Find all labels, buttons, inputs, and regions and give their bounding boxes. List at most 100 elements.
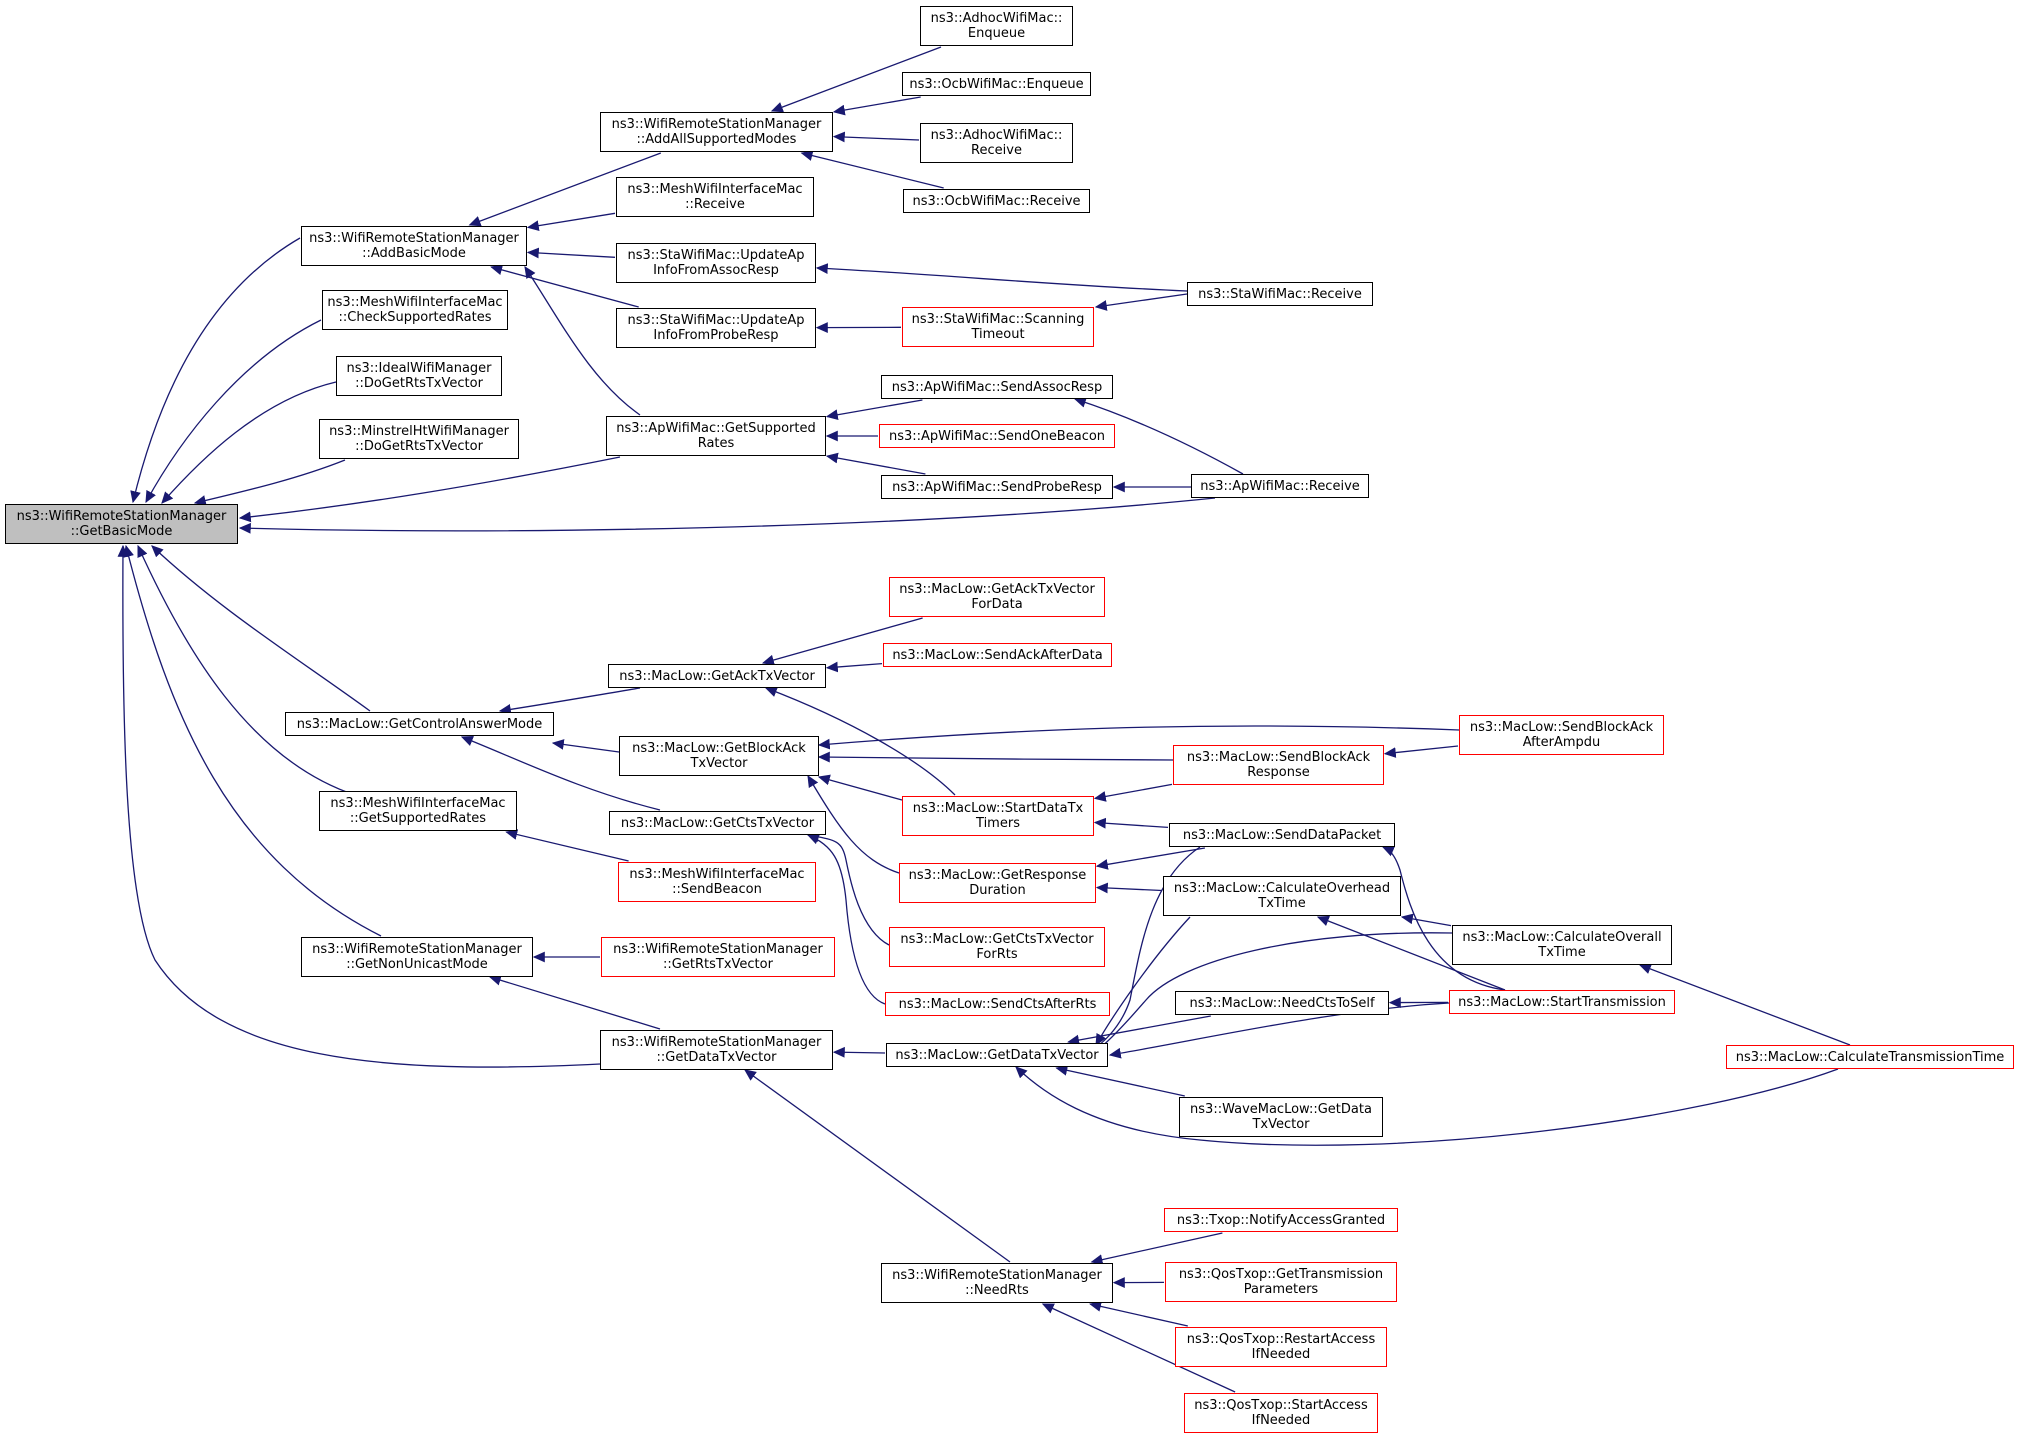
graph-node-label: ns3::WaveMacLow::GetData [1190, 1102, 1372, 1117]
graph-node-ap-receive[interactable]: ns3::ApWifiMac::Receive [1191, 474, 1369, 498]
graph-node-label: ns3::MacLow::GetResponse [908, 868, 1087, 883]
graph-node-mesh-receive[interactable]: ns3::MeshWifiInterfaceMac::Receive [616, 177, 814, 217]
graph-node-label: ns3::WifiRemoteStationManager [312, 942, 522, 957]
graph-node-label: ns3::IdealWifiManager [346, 361, 492, 376]
call-edge-54 [1055, 1065, 1185, 1097]
graph-node-get-non-unicast-mode[interactable]: ns3::WifiRemoteStationManager::GetNonUni… [301, 937, 533, 977]
graph-node-mesh-get-supported-rates[interactable]: ns3::MeshWifiInterfaceMac::GetSupportedR… [319, 791, 517, 831]
call-edge-60 [1638, 963, 1851, 1046]
graph-node-ap-send-assoc-resp[interactable]: ns3::ApWifiMac::SendAssocResp [881, 375, 1113, 399]
graph-node-need-cts-to-self[interactable]: ns3::MacLow::NeedCtsToSelf [1175, 991, 1389, 1015]
graph-node-label: Timeout [971, 327, 1025, 342]
call-edge-43 [1095, 882, 1163, 894]
graph-node-label: ::CheckSupportedRates [338, 310, 492, 325]
graph-node-label: ns3::AdhocWifiMac:: [930, 11, 1063, 26]
graph-node-label: ns3::QosTxop::StartAccess [1194, 1398, 1368, 1413]
graph-node-label: ns3::MeshWifiInterfaceMac [629, 867, 805, 882]
graph-node-label: ns3::MacLow::GetControlAnswerMode [296, 716, 543, 732]
call-edge-7 [137, 544, 356, 796]
graph-node-add-basic-mode[interactable]: ns3::WifiRemoteStationManager::AddBasicM… [301, 226, 527, 266]
graph-node-label: ns3::WifiRemoteStationManager [611, 1035, 822, 1050]
graph-node-label: ns3::Txop::NotifyAccessGranted [1176, 1212, 1386, 1228]
graph-node-mesh-send-beacon[interactable]: ns3::MeshWifiInterfaceMac::SendBeacon [618, 862, 816, 902]
graph-node-add-all-supported-modes[interactable]: ns3::WifiRemoteStationManager::AddAllSup… [600, 112, 833, 152]
graph-node-adhoc-receive[interactable]: ns3::AdhocWifiMac::Receive [920, 123, 1073, 163]
graph-node-send-ack-after-data[interactable]: ns3::MacLow::SendAckAfterData [883, 643, 1112, 667]
call-edge-42 [1095, 847, 1206, 870]
graph-node-label: ns3::ApWifiMac::Receive [1200, 478, 1360, 494]
graph-node-ap-send-one-beacon[interactable]: ns3::ApWifiMac::SendOneBeacon [879, 424, 1115, 448]
graph-node-need-rts[interactable]: ns3::WifiRemoteStationManager::NeedRts [881, 1263, 1113, 1303]
call-edge-63 [1089, 1301, 1188, 1327]
graph-node-send-data-packet[interactable]: ns3::MacLow::SendDataPacket [1169, 823, 1395, 847]
graph-node-send-cts-after-rts[interactable]: ns3::MacLow::SendCtsAfterRts [885, 992, 1110, 1016]
graph-node-label: Enqueue [967, 26, 1026, 41]
call-edge-39 [1383, 745, 1459, 758]
graph-node-label: ns3::WifiRemoteStationManager [16, 509, 227, 524]
graph-node-label: ns3::WifiRemoteStationManager [613, 942, 823, 957]
graph-node-label: ns3::StaWifiMac::Receive [1198, 286, 1362, 302]
graph-node-ocb-receive[interactable]: ns3::OcbWifiMac::Receive [903, 189, 1090, 213]
call-edge-51 [1088, 932, 1453, 1056]
graph-node-ap-send-probe-resp[interactable]: ns3::ApWifiMac::SendProbeResp [881, 475, 1113, 499]
graph-node-label: ns3::WifiRemoteStationManager [309, 231, 519, 246]
graph-node-get-rts-tx-vector[interactable]: ns3::WifiRemoteStationManager::GetRtsTxV… [601, 937, 835, 977]
graph-node-label: ns3::ApWifiMac::GetSupported [616, 421, 816, 436]
graph-node-label: InfoFromAssocResp [653, 263, 779, 278]
graph-node-mesh-check-rates[interactable]: ns3::MeshWifiInterfaceMac::CheckSupporte… [322, 290, 508, 330]
graph-node-label: ::AddBasicMode [362, 246, 466, 261]
graph-node-calculate-transmission-time[interactable]: ns3::MacLow::CalculateTransmissionTime [1726, 1045, 2014, 1069]
call-edge-25 [1073, 397, 1244, 475]
graph-node-label: IfNeeded [1251, 1347, 1311, 1362]
graph-node-get-control-answer-mode[interactable]: ns3::MacLow::GetControlAnswerMode [285, 712, 554, 736]
call-edge-38 [806, 834, 886, 1005]
graph-node-get-data-tx-vector-w-r-s-m[interactable]: ns3::WifiRemoteStationManager::GetDataTx… [600, 1030, 833, 1070]
call-edge-35 [817, 774, 903, 801]
graph-node-get-cts-tx-vector[interactable]: ns3::MacLow::GetCtsTxVector [609, 811, 826, 835]
call-edge-41 [1093, 817, 1169, 829]
graph-node-label: ::NeedRts [965, 1283, 1029, 1298]
graph-node-sta-receive[interactable]: ns3::StaWifiMac::Receive [1187, 282, 1373, 306]
graph-node-minstrel-do-get-rts[interactable]: ns3::MinstrelHtWifiManager::DoGetRtsTxVe… [319, 419, 519, 459]
graph-node-label: ::GetSupportedRates [349, 811, 487, 826]
graph-node-label: ns3::StaWifiMac::UpdateAp [627, 248, 805, 263]
graph-node-label: ns3::MacLow::NeedCtsToSelf [1189, 995, 1375, 1011]
call-edge-48 [744, 1069, 1011, 1263]
graph-node-root[interactable]: ns3::WifiRemoteStationManager::GetBasicM… [5, 504, 238, 544]
call-edge-64 [1041, 1303, 1236, 1393]
graph-node-get-ack-tx-vector[interactable]: ns3::MacLow::GetAckTxVector [608, 664, 826, 688]
call-edge-8 [123, 544, 382, 937]
graph-node-label: ::Receive [685, 197, 745, 212]
graph-node-txop-notify-access-granted[interactable]: ns3::Txop::NotifyAccessGranted [1164, 1208, 1398, 1232]
graph-node-label: Response [1247, 765, 1310, 780]
graph-node-label: ForData [971, 597, 1023, 612]
graph-node-get-data-tx-vector-mac-low[interactable]: ns3::MacLow::GetDataTxVector [886, 1043, 1108, 1067]
graph-node-ocb-enqueue[interactable]: ns3::OcbWifiMac::Enqueue [902, 72, 1091, 96]
graph-node-ideal-do-get-rts[interactable]: ns3::IdealWifiManager::DoGetRtsTxVector [336, 356, 502, 396]
call-edge-21 [1094, 293, 1188, 311]
call-edge-47 [832, 1046, 886, 1058]
graph-node-start-transmission[interactable]: ns3::MacLow::StartTransmission [1449, 990, 1675, 1014]
graph-node-label: TxTime [1538, 945, 1586, 960]
graph-node-label: InfoFromProbeResp [653, 328, 779, 343]
graph-node-label: ns3::MacLow::GetCtsTxVector [900, 932, 1094, 947]
graph-node-adhoc-enqueue[interactable]: ns3::AdhocWifiMac::Enqueue [920, 6, 1073, 46]
